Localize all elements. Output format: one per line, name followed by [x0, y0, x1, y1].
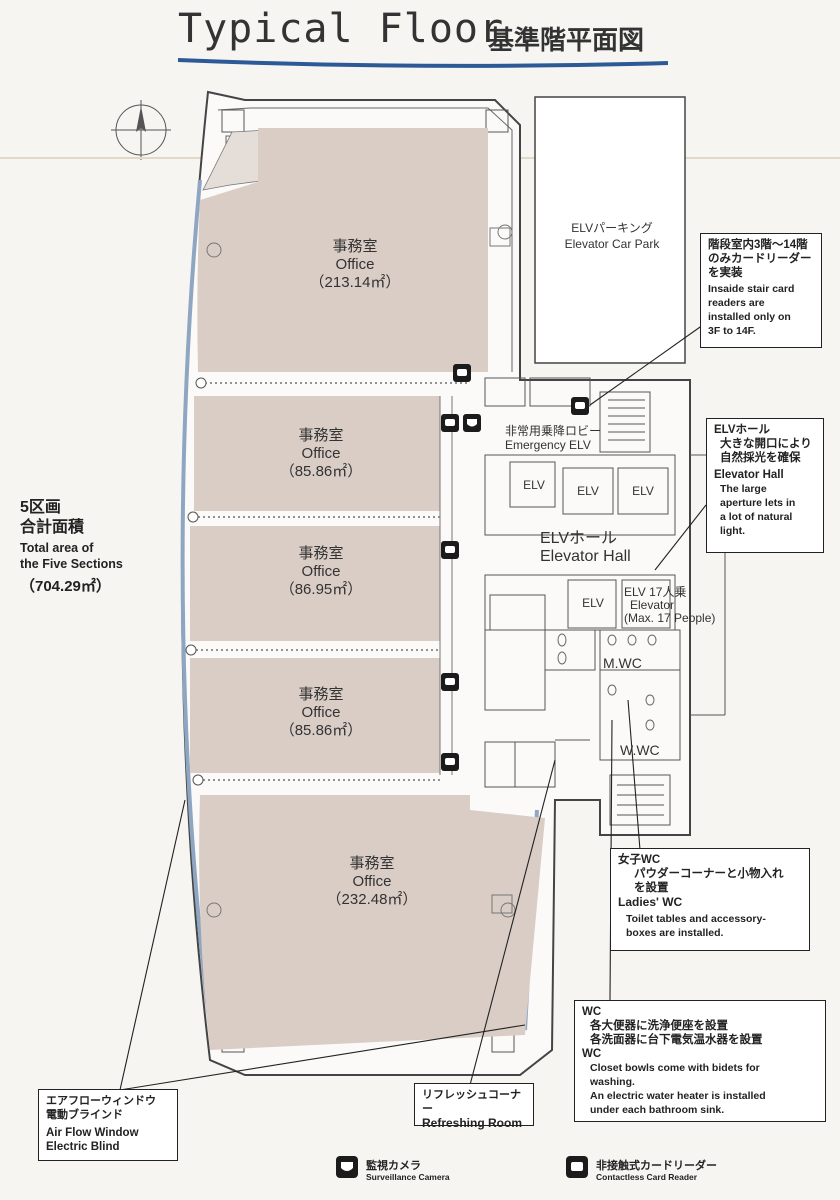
- page-title: Typical Floor: [178, 6, 505, 52]
- ladies-wc-note: 女子WC パウダーコーナーと小物入れ を設置 Ladies' WC Toilet…: [610, 848, 810, 951]
- north-arrow-icon: [111, 100, 171, 160]
- m-wc-label: M.WC: [603, 655, 642, 671]
- stair-card-reader-note: 階段室内3階～14階 のみカードリーダー を実装 Insaide stair c…: [700, 233, 822, 348]
- elv-4: ELV: [582, 596, 604, 610]
- camera-icon: [336, 1156, 358, 1178]
- air-flow-window-note: エアフローウィンドウ 電動ブラインド Air Flow Window Elect…: [38, 1089, 178, 1161]
- page-title-jp: 基準階平面図: [488, 26, 645, 56]
- refreshing-room-note: リフレッシュコーナー Refreshing Room: [414, 1083, 534, 1130]
- elv-1: ELV: [523, 478, 545, 492]
- elv-3: ELV: [632, 484, 654, 498]
- title-underline: [178, 58, 668, 68]
- wc-note: WC 各大便器に洗浄便座を設置 各洗面器に台下電気温水器を設置 WC Close…: [574, 1000, 826, 1122]
- elevator-hall-note: ELVホール 大きな開口により 自然採光を確保 Elevator Hall Th…: [706, 418, 824, 553]
- total-area-block: 5区画 合計面積 Total area of the Five Sections…: [20, 499, 123, 595]
- camera-icon: [463, 414, 481, 432]
- w-wc-label: W.WC: [620, 742, 660, 758]
- elv-2: ELV: [577, 484, 599, 498]
- card-reader-icon: [441, 364, 589, 771]
- card-reader-icon: [566, 1156, 588, 1178]
